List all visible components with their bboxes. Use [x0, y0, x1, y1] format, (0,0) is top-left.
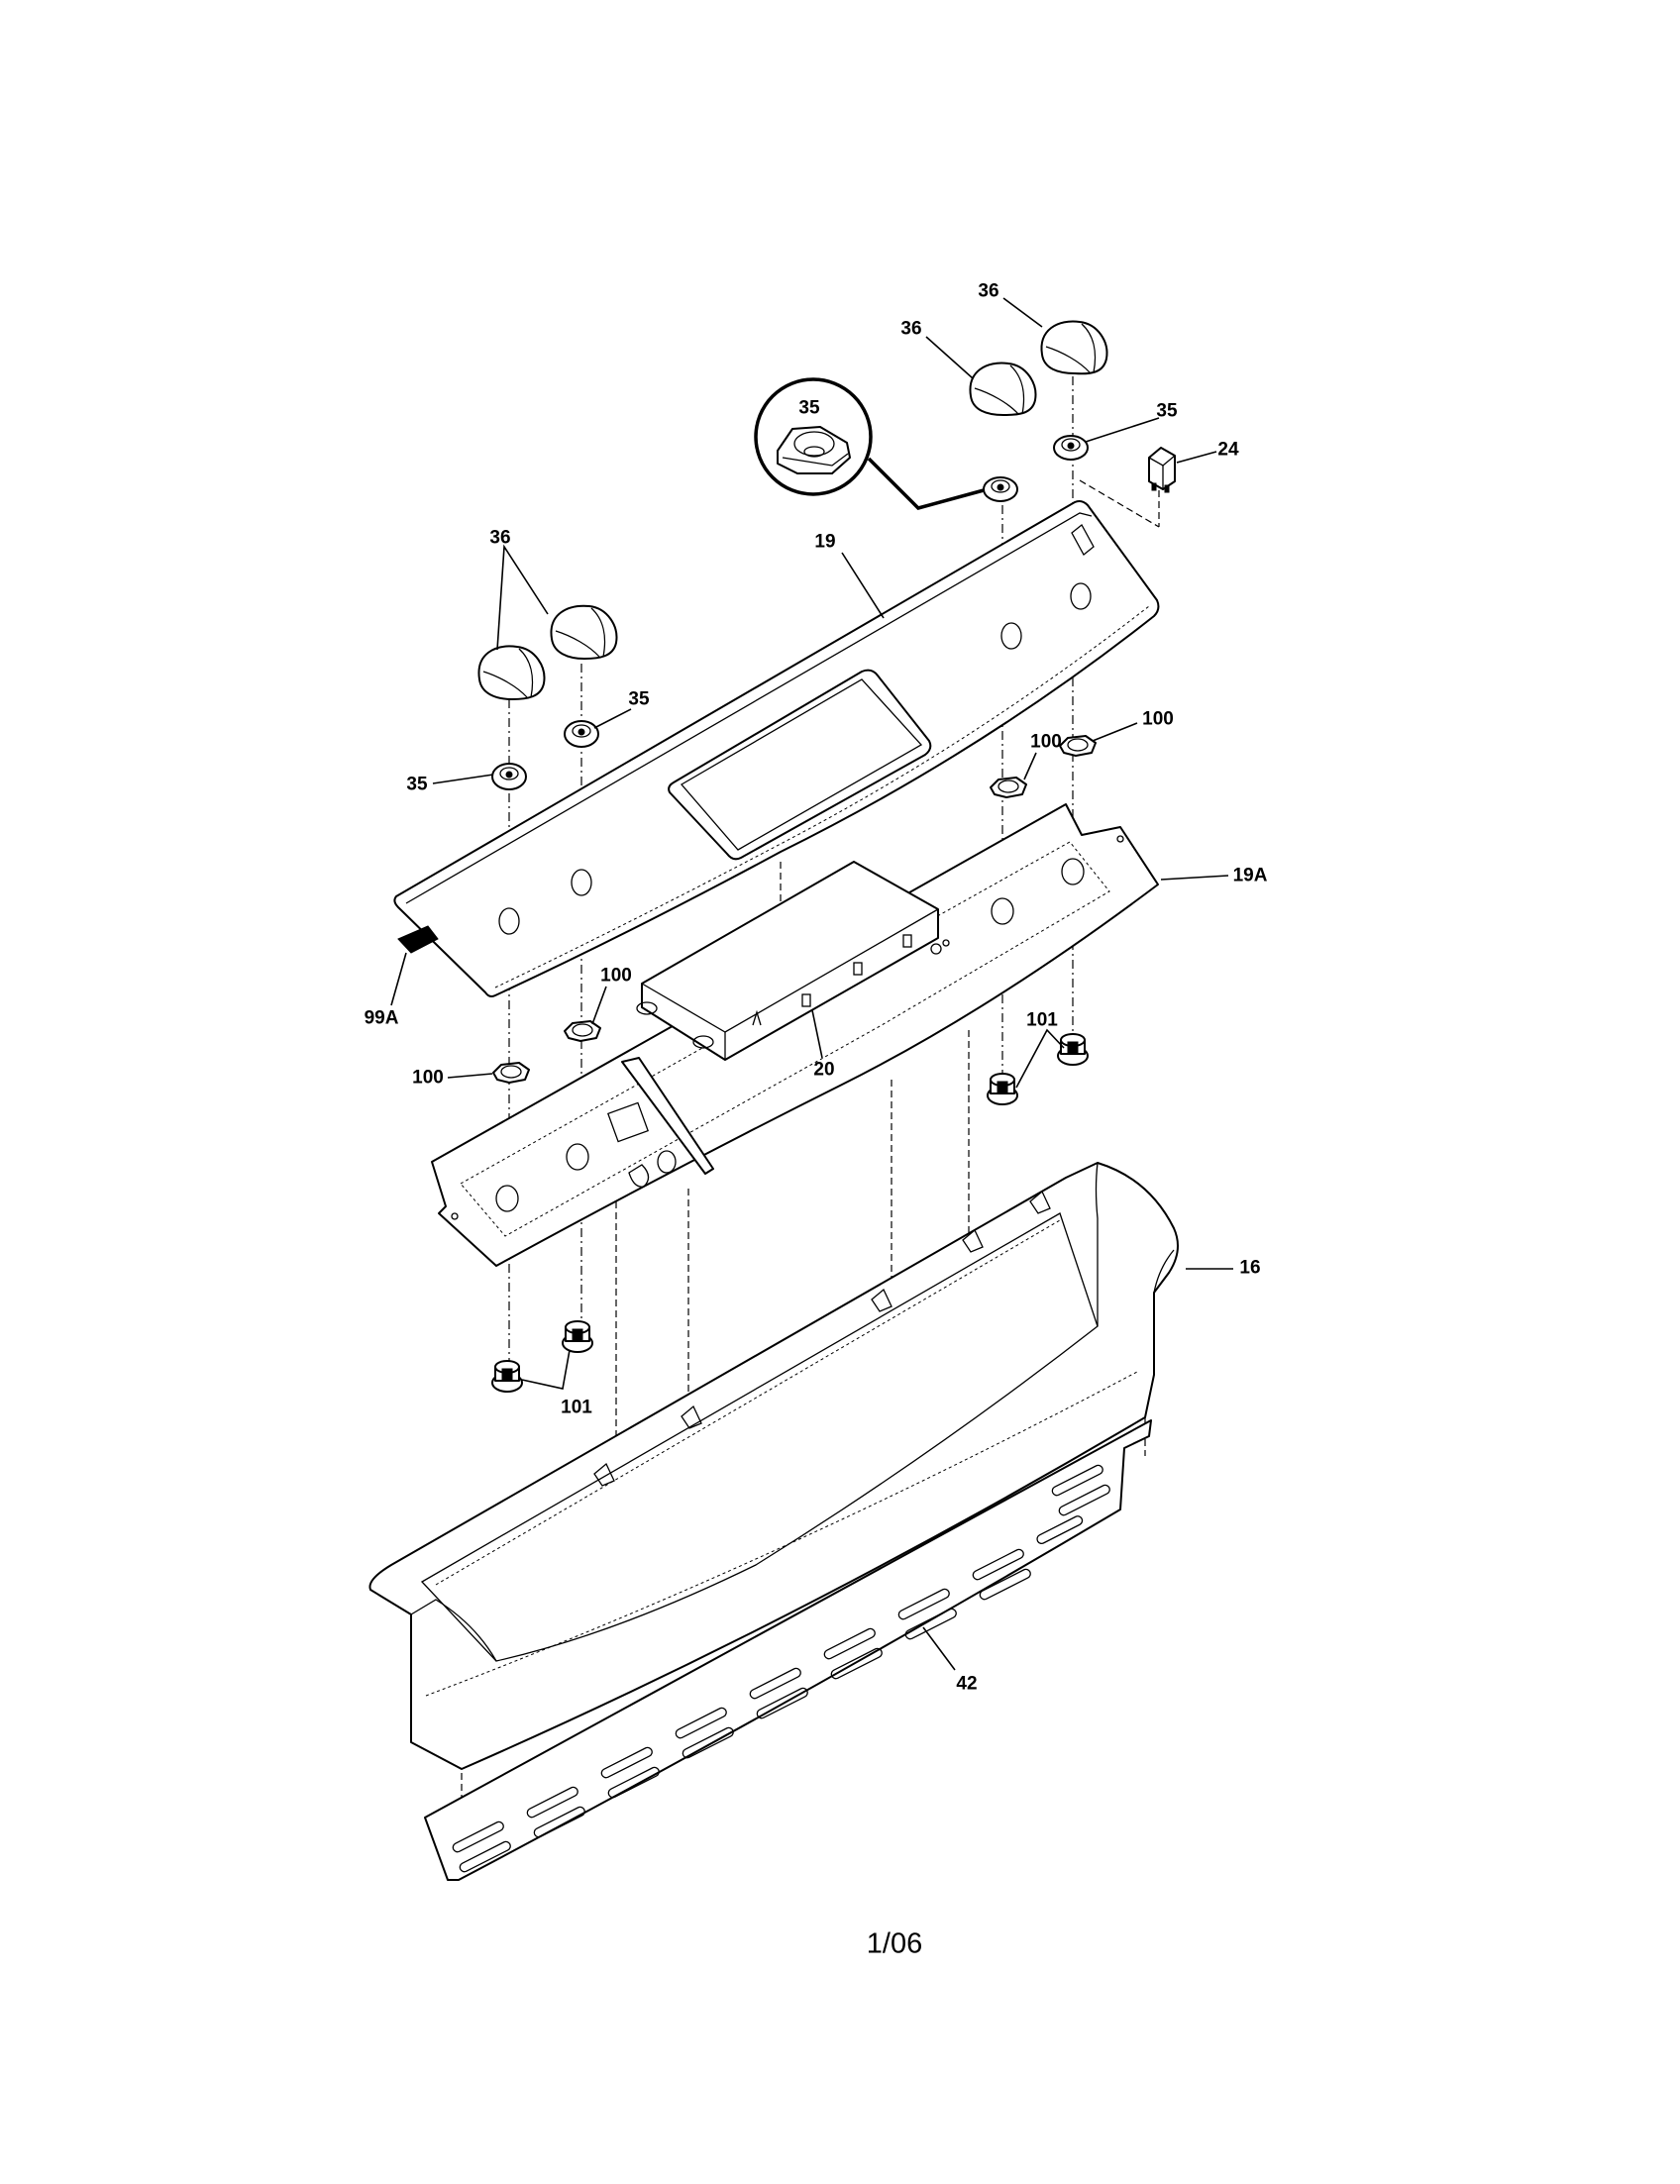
rocker-switch-24	[1148, 447, 1176, 493]
callout-35: 35	[406, 774, 428, 795]
knob-36-left-upper	[550, 604, 618, 660]
callout-36: 36	[900, 318, 922, 340]
nut-35-left-lower	[491, 763, 527, 790]
callout-36: 36	[489, 527, 511, 549]
callout-35-detail: 35	[798, 397, 820, 419]
flange-nut-101-left-a	[562, 1320, 593, 1353]
callout-101: 101	[1026, 1009, 1058, 1031]
nut-35-middle	[983, 476, 1018, 502]
leader-lines	[390, 297, 1233, 1671]
callout-101: 101	[561, 1397, 592, 1418]
knob-36-top-middle	[969, 362, 1037, 416]
detail-callout-35	[754, 377, 985, 510]
callout-35: 35	[628, 688, 650, 710]
callout-19A: 19A	[1232, 865, 1268, 886]
callout-100: 100	[412, 1067, 444, 1089]
callout-35: 35	[1156, 400, 1178, 422]
callout-100: 100	[600, 965, 632, 987]
callout-100: 100	[1030, 731, 1062, 753]
flange-nut-101-right-a	[1057, 1033, 1089, 1066]
nut-100-right	[1059, 735, 1097, 757]
backguard-housing-16	[368, 1162, 1179, 1770]
nut-35-left-upper	[564, 720, 599, 748]
nut-100-left	[492, 1062, 530, 1084]
callout-16: 16	[1239, 1257, 1261, 1279]
support-bracket-19A	[431, 803, 1159, 1267]
callout-24: 24	[1217, 439, 1239, 461]
callout-20: 20	[813, 1059, 835, 1081]
control-panel-19	[393, 500, 1160, 997]
grille-slots	[452, 1464, 1110, 1873]
nut-100-mid-left	[564, 1020, 601, 1042]
knob-36-left-lower	[477, 645, 546, 700]
callout-99A: 99A	[364, 1007, 399, 1029]
control-module-20	[636, 861, 950, 1061]
ribbon-cable-99A	[397, 925, 439, 954]
flange-nut-101-left-b	[491, 1360, 523, 1393]
vent-grille-42	[424, 1419, 1152, 1881]
callout-100: 100	[1142, 708, 1174, 730]
callout-42: 42	[956, 1673, 978, 1695]
callout-36: 36	[978, 280, 999, 302]
page-footer: 1/06	[866, 1927, 923, 1960]
flange-nut-101-right-b	[987, 1073, 1018, 1105]
nut-35-right	[1053, 435, 1089, 461]
knob-36-top-right	[1040, 320, 1108, 375]
callout-19: 19	[814, 531, 836, 553]
nut-100-mid-right	[990, 777, 1027, 798]
